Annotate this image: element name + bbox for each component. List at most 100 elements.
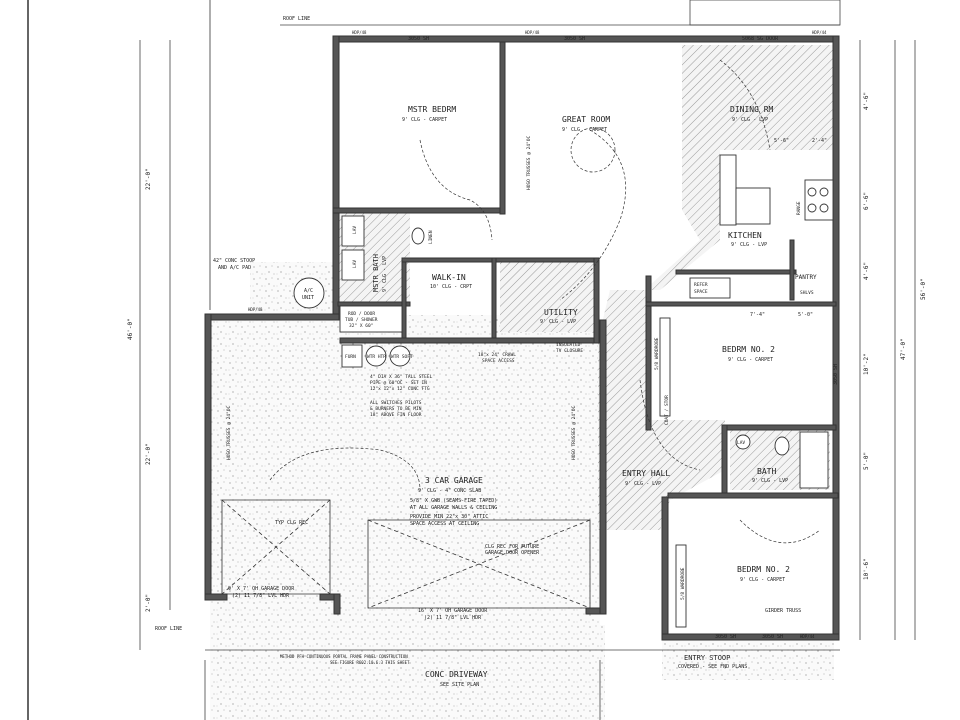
roof-line-label: ROOF LINE (283, 16, 310, 22)
garage-door-hdr-label: (2) 11 7/8" LVL HDR (424, 615, 482, 621)
steel-note: 12"x 12"x 12" CONC FTG (370, 386, 430, 392)
entry-stoop-slab (662, 635, 834, 680)
furnace-label: FURN (345, 354, 356, 360)
window-tag: 3050 SH (833, 364, 839, 385)
entry-stoop-note: COVERED - SEE FND PLANS (678, 664, 747, 670)
tv-note: INSULATED (556, 342, 581, 348)
wall-garage-north (204, 313, 340, 321)
garage-note: 9' CLG - 4" CONC SLAB (418, 488, 481, 494)
linen-label: LINEN (428, 230, 434, 244)
wall-garage-west (204, 313, 212, 601)
dining-rm-label: DINING RM (730, 105, 774, 114)
girder-label: GIRDER TRUSS (765, 608, 801, 614)
wall-garage-house (339, 337, 601, 344)
burner-icon (819, 187, 829, 197)
garage-door-1-x (221, 499, 331, 595)
wall-bath-west (721, 424, 728, 498)
bath-note: 9' CLG - LVP (752, 478, 788, 484)
dimension-text: 5'-0" (863, 452, 870, 470)
wall-garage-sw (204, 593, 228, 601)
steel-note: PIPE @ 60"OC - SET IN (370, 380, 427, 386)
pilot-note: 18" ABOVE FIN FLOOR (370, 412, 422, 418)
refer-label: REFER (694, 282, 708, 288)
toilet-fixture (774, 436, 790, 456)
dimension-text: 22'-0" (145, 443, 152, 465)
ac-unit-icon (293, 277, 325, 309)
window-tag: 3050 SH (715, 634, 736, 640)
dimension-text: 2'-0" (145, 594, 152, 612)
tv-note: TV CLOSURE (556, 348, 583, 354)
dimension-text: 4'-6" (863, 262, 870, 280)
garage-spec: PROVIDE MIN 22"x 30" ATTIC (410, 514, 488, 520)
lav-label: LAV (737, 440, 745, 446)
lvp-floor-area (598, 45, 835, 530)
entry-hall-label: ENTRY HALL (622, 469, 670, 478)
wall-bed2a-west (645, 275, 652, 431)
wall-east (832, 35, 840, 641)
header-tag: HDP/44 (800, 634, 815, 639)
method-note: METHOD PFH CONTINUOUS PORTAL FRAME PANEL… (280, 654, 408, 659)
driveway-note: SEE SITE PLAN (440, 682, 479, 688)
window-tag: 3050 SH (408, 36, 429, 42)
burner-icon (807, 187, 817, 197)
wall-pantry-west (789, 239, 795, 301)
wardrobe-closet (659, 317, 671, 417)
garage-door-label: 9' X 7' OH GARAGE DOOR (228, 586, 295, 592)
truss-label: HOSO TRUSSES @ 24"OC (226, 406, 232, 460)
mstr-bedrm-label: MSTR BEDRM (408, 105, 456, 114)
kitchen-note: 9' CLG - LVP (731, 242, 767, 248)
lav-label: LAV (352, 226, 358, 234)
circuit-line (639, 379, 701, 471)
dimension-text: 47'-0" (900, 338, 907, 360)
dimension-text: 10'-2" (863, 353, 870, 375)
mstr-bedrm-note: 9' CLG - CARPET (402, 117, 447, 123)
lav-sink-fixture (341, 249, 365, 281)
dimension-text: 5'-0" (798, 312, 813, 318)
burner-icon (819, 203, 829, 213)
window-tag: 3050 SH (564, 36, 585, 42)
tub-label: TUB / SHOWER (345, 317, 378, 323)
dimension-text: 5'-6" (774, 138, 789, 144)
garage-slab (210, 315, 600, 625)
shlvs-label: SHLVS (800, 290, 814, 296)
dimension-text: 10'-6" (863, 558, 870, 580)
wall-west-upper (332, 35, 340, 317)
entry-hall-note: 9' CLG - LVP (625, 481, 661, 487)
circuit-line (719, 59, 771, 151)
dimension-text: 2'-4" (812, 138, 827, 144)
wardrobe-closet (675, 544, 687, 628)
range-label: RANGE (796, 201, 802, 215)
lav-label: LAV (352, 260, 358, 268)
wall-garage-pier-b (333, 593, 341, 615)
furnace-box (341, 344, 363, 368)
range-cooktop (804, 179, 834, 221)
walk-in-note: 10' CLG - CRPT (430, 284, 472, 290)
roof-line-label: ROOF LINE (155, 626, 182, 632)
mstr-bath-label: MSTR BATH (372, 254, 380, 292)
circuit-line (269, 447, 421, 491)
lav-sink-fixture (735, 434, 751, 450)
header-tag: HDP/44 (812, 30, 827, 35)
dimension-text: 46'-0" (127, 318, 134, 340)
tub-size-label: 32" X 60" (349, 323, 373, 329)
header-tag: HDP/48 (248, 307, 263, 312)
pilot-note: & BURNERS TO BE MIN (370, 406, 422, 412)
steel-note: 4" DIA X 36" TALL STEEL (370, 374, 433, 380)
water-softener-label: WTR SOFT (391, 354, 413, 360)
dimension-text: 4'-6" (863, 92, 870, 110)
water-heater-label: WTR HTR (367, 354, 386, 360)
great-room-note: 9' CLG - CARPET (562, 127, 607, 133)
bath-label: BATH (757, 467, 776, 476)
tub-label: ROD / DOOR (348, 311, 375, 317)
pilot-note: ALL SWITCHES PILOTS (370, 400, 422, 406)
garage-door-2-x (367, 519, 591, 609)
mstr-bath-note: 9' CLG - LVP (382, 256, 388, 292)
dimension-text: 7'-4" (750, 312, 765, 318)
clg-rec-label: TYP CLG REC (275, 520, 308, 526)
driveway-slab (210, 625, 605, 720)
wall-mbr-south (332, 207, 504, 214)
tub-fixture (339, 305, 403, 333)
wardrobe-label: 5/8 WARDROBE (680, 567, 686, 600)
dimension-text: 6'-6" (863, 192, 870, 210)
